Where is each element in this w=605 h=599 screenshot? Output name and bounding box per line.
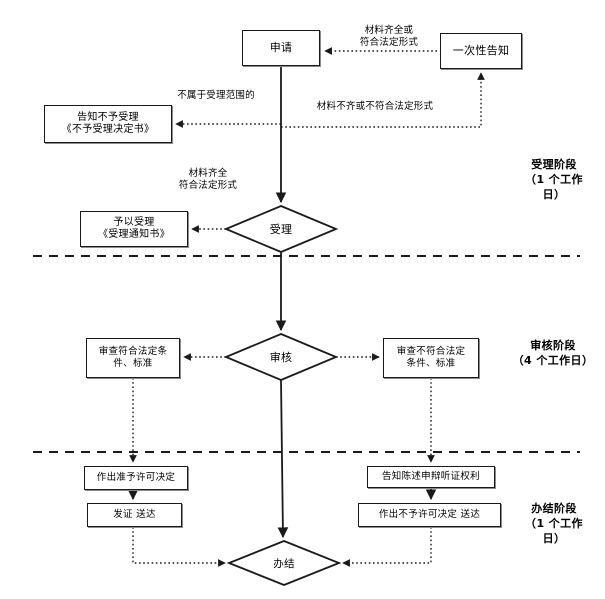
node-grant-permit-decision[interactable]: 作出准予许可决定: [84, 466, 188, 490]
node-issue-and-deliver-label: 发证 送达: [113, 509, 156, 521]
node-one-time-notice-label: 一次性告知: [452, 44, 510, 58]
edge-issue-to-finish: [132, 527, 226, 567]
diamond-finish: [226, 540, 342, 586]
edge-review-to-finish: [277, 379, 289, 539]
edge-deny-to-finish: [342, 527, 432, 567]
edge-label-materials-complete: 材料齐全 符合法定形式: [178, 168, 238, 192]
node-issue-and-deliver[interactable]: 发证 送达: [87, 503, 182, 527]
node-reject-acceptance-notice[interactable]: 告知不予受理 《不予受理决定书》: [44, 105, 172, 143]
node-apply[interactable]: 申请: [242, 30, 320, 66]
edge-label-out-of-scope: 不属于受理范围的: [177, 90, 255, 101]
node-not-conforms-to-requirements[interactable]: 审查不符合法定 条件、标准: [383, 338, 479, 378]
node-conforms-to-requirements-label: 审查符合法定条 件、标准: [98, 346, 168, 369]
node-reject-acceptance-notice-label: 告知不予受理 《不予受理决定书》: [61, 111, 155, 136]
edge-label-materials-complete-or-legal: 材料齐全或 符合法定形式: [359, 25, 419, 49]
node-conforms-to-requirements[interactable]: 审查符合法定条 件、标准: [86, 338, 180, 378]
edge-spine-to-onetime: [281, 72, 485, 128]
node-notify-hearing-rights-label: 告知陈述申辩听证权利: [381, 471, 480, 483]
node-review-decision[interactable]: 审核: [226, 334, 336, 380]
stage-label-review: 审核阶段 （4 个工作日）: [512, 339, 594, 367]
node-not-conforms-to-requirements-label: 审查不符合法定 条件、标准: [396, 346, 466, 369]
stage-label-acceptance: 受理阶段 （1 个工作 日）: [525, 158, 583, 201]
node-one-time-notice[interactable]: 一次性告知: [440, 33, 522, 69]
edge-label-materials-incomplete: 材料不齐或不符合法定形式: [316, 101, 434, 112]
node-notify-hearing-rights[interactable]: 告知陈述申辩听证权利: [367, 466, 495, 488]
node-review-decision-label: 审核: [269, 351, 293, 364]
node-acceptance-notice-label: 予以受理 《受理通知书》: [97, 216, 171, 241]
node-accept-decision[interactable]: 受理: [226, 206, 336, 252]
node-deny-permit-decision[interactable]: 作出不予许可决定 送达: [358, 503, 501, 527]
stage-label-completion: 办结阶段 （1 个工作 日）: [525, 502, 583, 545]
node-deny-permit-decision-label: 作出不予许可决定 送达: [378, 509, 481, 521]
node-grant-permit-decision-label: 作出准予许可决定: [96, 472, 176, 484]
node-acceptance-notice[interactable]: 予以受理 《受理通知书》: [80, 211, 188, 247]
node-apply-label: 申请: [269, 41, 293, 55]
node-completion-label: 办结: [273, 557, 295, 570]
node-completion[interactable]: 办结: [229, 541, 339, 585]
node-accept-decision-label: 受理: [269, 223, 293, 236]
